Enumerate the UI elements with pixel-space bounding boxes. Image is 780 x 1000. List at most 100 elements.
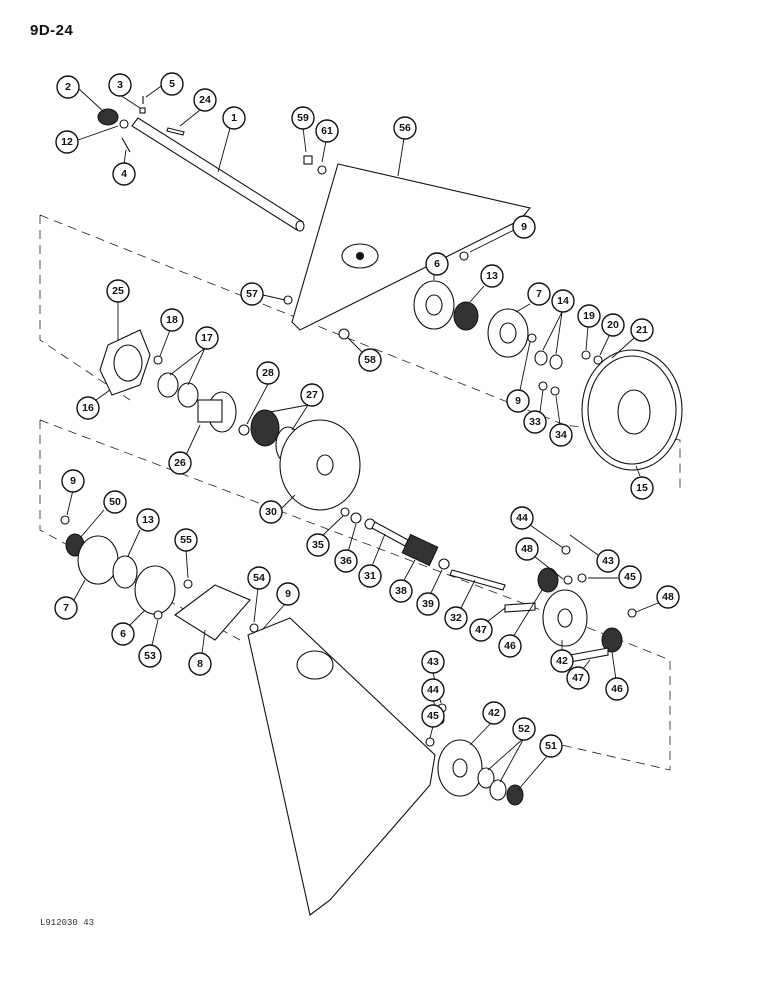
svg-text:51: 51: [545, 740, 557, 752]
callout-8: 53: [138, 619, 162, 668]
callout-16: 16: [76, 389, 111, 420]
callout-6b: 6: [111, 609, 146, 646]
callout-18: 18: [159, 308, 184, 357]
callout-39: 39: [416, 569, 443, 616]
clutch-disc-assembly: [238, 409, 361, 511]
svg-text:6: 6: [120, 628, 126, 640]
svg-text:46: 46: [504, 640, 516, 652]
svg-text:3: 3: [117, 79, 123, 91]
small-hardware-upper-left: [97, 96, 185, 153]
svg-text:35: 35: [312, 539, 324, 551]
svg-text:1: 1: [231, 112, 237, 124]
svg-text:34: 34: [555, 429, 567, 441]
callout-5: 5: [145, 72, 184, 98]
svg-text:43: 43: [602, 555, 614, 567]
dashed-group-lower: [39, 419, 671, 771]
callout-9d: 9: [261, 582, 300, 631]
callout-52: 52: [487, 717, 536, 783]
svg-text:47: 47: [572, 672, 584, 684]
callout-36: 36: [334, 523, 358, 573]
callout-24: 24: [179, 88, 217, 127]
svg-text:27: 27: [306, 389, 318, 401]
callout-27: 27: [269, 383, 324, 431]
callout-13a: 13: [469, 264, 504, 303]
svg-text:13: 13: [142, 514, 154, 526]
callout-6a: 6: [425, 252, 449, 280]
svg-text:13: 13: [486, 270, 498, 282]
svg-text:38: 38: [395, 585, 407, 597]
pulley-part: [581, 349, 683, 471]
svg-text:59: 59: [297, 112, 309, 124]
svg-text:21: 21: [636, 324, 648, 336]
callout-47b: 47: [566, 659, 591, 690]
callout-1: 1: [222, 106, 246, 130]
svg-text:46: 46: [611, 683, 623, 695]
svg-text:15: 15: [636, 482, 648, 494]
svg-text:31: 31: [364, 570, 376, 582]
svg-text:48: 48: [521, 543, 533, 555]
callout-14: 14: [542, 289, 575, 355]
callout-13b: 13: [127, 508, 160, 557]
callout-26: 26: [168, 424, 201, 475]
svg-text:53: 53: [144, 650, 156, 662]
bearing-flange-upper-right: [413, 280, 603, 396]
callout-47a: 47: [469, 607, 506, 642]
svg-text:6: 6: [434, 258, 440, 270]
svg-text:57: 57: [246, 288, 258, 300]
callout-57: 57: [240, 282, 286, 306]
callout-31: 31: [358, 533, 386, 588]
callout-3: 3: [108, 73, 141, 109]
svg-text:18: 18: [166, 314, 178, 326]
figure-code: L912030 43: [40, 918, 95, 928]
callout-7a: 7: [515, 282, 551, 313]
svg-text:12: 12: [61, 136, 73, 148]
svg-text:32: 32: [450, 612, 462, 624]
svg-text:5: 5: [169, 78, 175, 90]
callout-48a: 48: [515, 537, 564, 580]
svg-text:24: 24: [199, 94, 211, 106]
callout-19: 19: [577, 304, 601, 351]
svg-text:2: 2: [65, 81, 71, 93]
svg-text:7: 7: [536, 288, 542, 300]
svg-text:48: 48: [662, 591, 674, 603]
svg-text:4: 4: [121, 168, 127, 180]
callout-54: 54: [247, 566, 271, 623]
svg-text:42: 42: [556, 655, 568, 667]
callout-53: 8: [188, 629, 212, 676]
lower-support-plate: [247, 617, 436, 916]
callout-58: 58: [347, 337, 382, 372]
svg-text:7: 7: [63, 602, 69, 614]
callout-45b: 45: [421, 704, 445, 739]
svg-text:54: 54: [253, 572, 265, 584]
spring-rod-assembly: [340, 507, 506, 591]
svg-text:36: 36: [340, 555, 352, 567]
callout-48b: 48: [635, 585, 680, 613]
callout-46b: 46: [605, 651, 629, 701]
triangular-plate-part: [283, 155, 531, 340]
svg-text:30: 30: [265, 506, 277, 518]
svg-text:9: 9: [285, 588, 291, 600]
sprocket-upper: [504, 545, 637, 663]
svg-text:25: 25: [112, 285, 124, 297]
page-number: 9D-24: [30, 22, 74, 39]
callout-9b: 9: [506, 341, 531, 413]
callout-46a: 46: [498, 589, 543, 658]
callout-35: 35: [306, 515, 344, 557]
bearing-flange-lower-left: [60, 515, 251, 641]
svg-text:45: 45: [624, 571, 636, 583]
svg-text:47: 47: [475, 624, 487, 636]
callout-42b: 42: [469, 701, 506, 746]
svg-text:39: 39: [422, 598, 434, 610]
svg-text:61: 61: [321, 125, 333, 137]
svg-text:16: 16: [82, 402, 94, 414]
svg-text:8: 8: [197, 658, 203, 670]
svg-text:33: 33: [529, 416, 541, 428]
callout-20: 20: [599, 313, 625, 356]
callout-45a: 45: [588, 565, 642, 589]
callout-59: 59: [291, 106, 315, 153]
svg-text:56: 56: [399, 122, 411, 134]
svg-text:52: 52: [518, 723, 530, 735]
svg-text:9: 9: [521, 221, 527, 233]
svg-text:44: 44: [516, 512, 528, 524]
callout-44b: 44: [421, 678, 445, 717]
